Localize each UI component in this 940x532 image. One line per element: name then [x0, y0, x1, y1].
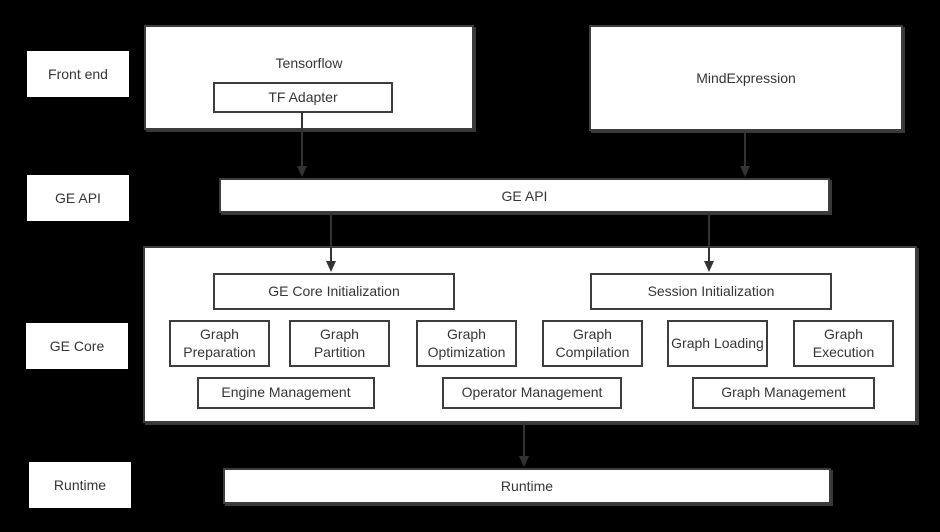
tf-adapter-box: TF Adapter — [213, 82, 393, 113]
arrow-mindexpression-to-ge-api — [740, 131, 750, 177]
arrow-head-icon — [326, 261, 336, 272]
mindexpression-label: MindExpression — [696, 70, 796, 86]
layer-label-ge-core: GE Core — [26, 323, 128, 369]
tf-adapter-label: TF Adapter — [268, 88, 338, 105]
runtime-bar: Runtime — [223, 468, 831, 504]
graph-management-label: Graph Management — [721, 384, 846, 401]
box-operator-management: Operator Management — [442, 377, 622, 409]
arrow-shaft — [301, 112, 303, 167]
box-session-initialization: Session Initialization — [590, 273, 832, 310]
ge-api-bar-label: GE API — [501, 187, 548, 204]
arrow-ge-api-to-session-initialization — [704, 213, 714, 272]
arrow-head-icon — [297, 166, 307, 177]
tensorflow-box: Tensorflow TF Adapter — [144, 25, 474, 130]
layer-label-runtime-text: Runtime — [53, 477, 107, 493]
arrow-shaft — [523, 423, 525, 457]
layer-label-front-end-text: Front end — [48, 66, 108, 82]
arrow-shaft — [708, 213, 710, 262]
graph-compilation-label: Graph Compilation — [555, 326, 630, 360]
layer-label-ge-api-text: GE API — [55, 190, 101, 206]
ge-core-container: GE Core Initialization Session Initializ… — [143, 246, 917, 423]
engine-management-label: Engine Management — [221, 384, 351, 401]
arrow-tf-adapter-to-ge-api — [297, 112, 307, 177]
layer-label-ge-api: GE API — [27, 175, 129, 221]
operator-management-label: Operator Management — [461, 384, 603, 401]
graph-loading-label: Graph Loading — [671, 334, 764, 351]
arrow-ge-api-to-ge-core-initialization — [326, 213, 336, 272]
tensorflow-label: Tensorflow — [275, 55, 343, 71]
box-ge-core-initialization: GE Core Initialization — [213, 273, 455, 310]
box-graph-loading: Graph Loading — [667, 320, 768, 367]
graph-preparation-label: Graph Preparation — [183, 326, 256, 360]
ge-api-bar: GE API — [219, 178, 830, 213]
runtime-bar-label: Runtime — [500, 478, 554, 494]
box-graph-management: Graph Management — [692, 377, 875, 409]
arrow-head-icon — [704, 261, 714, 272]
graph-optimization-label: Graph Optimization — [427, 326, 506, 360]
box-graph-partition: Graph Partition — [289, 320, 390, 367]
box-graph-compilation: Graph Compilation — [542, 320, 643, 367]
graph-execution-label: Graph Execution — [812, 326, 875, 360]
graph-partition-label: Graph Partition — [313, 326, 366, 360]
box-engine-management: Engine Management — [197, 377, 375, 409]
arrow-head-icon — [519, 456, 529, 467]
arrow-shaft — [330, 213, 332, 262]
layer-label-runtime: Runtime — [29, 462, 131, 508]
ge-core-initialization-label: GE Core Initialization — [268, 282, 400, 299]
session-initialization-label: Session Initialization — [647, 282, 775, 299]
box-graph-optimization: Graph Optimization — [416, 320, 517, 367]
layer-label-front-end: Front end — [27, 51, 129, 97]
box-graph-execution: Graph Execution — [793, 320, 894, 367]
arrow-shaft — [744, 131, 746, 167]
mindexpression-box: MindExpression — [589, 25, 903, 131]
arrow-ge-core-to-runtime — [519, 423, 529, 467]
box-graph-preparation: Graph Preparation — [169, 320, 270, 367]
layer-label-ge-core-text: GE Core — [49, 338, 105, 354]
arrow-head-icon — [740, 166, 750, 177]
